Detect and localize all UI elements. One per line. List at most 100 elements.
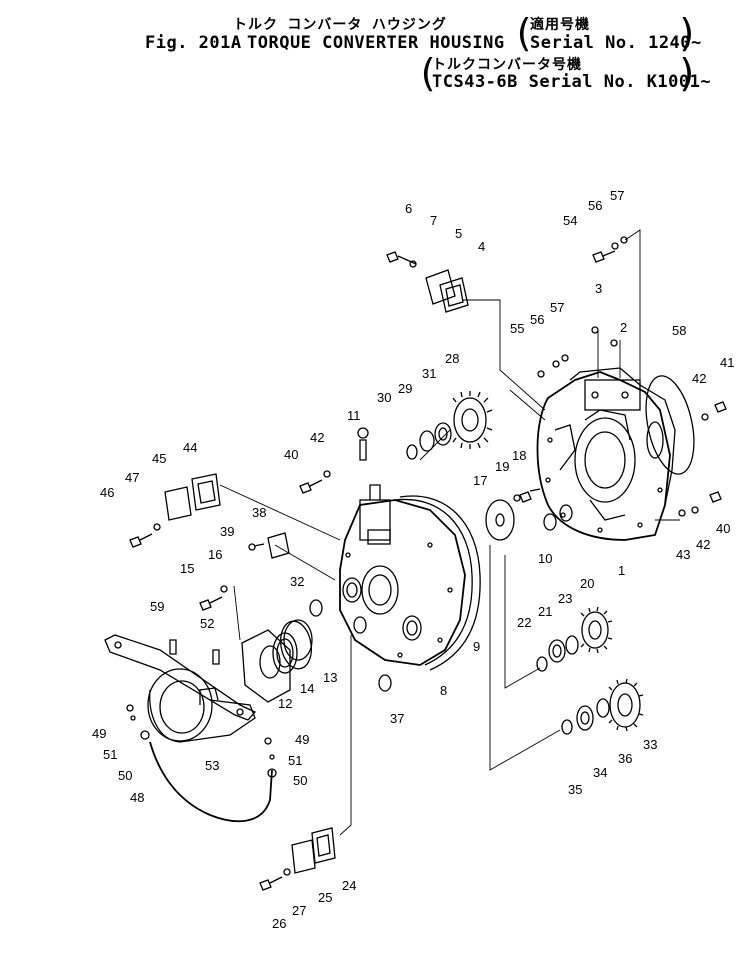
callout-49b: 49 [295, 732, 309, 747]
callout-25: 25 [318, 890, 332, 905]
callout-2: 2 [620, 320, 627, 335]
callout-7: 7 [430, 213, 437, 228]
callout-13: 13 [323, 670, 337, 685]
callout-51: 51 [103, 747, 117, 762]
callout-1: 1 [618, 563, 625, 578]
o-ring-13 [283, 619, 313, 661]
callout-40: 40 [284, 447, 298, 462]
bearing-31 [434, 422, 452, 446]
callout-54: 54 [563, 213, 577, 228]
callout-50: 50 [118, 768, 132, 783]
callout-46: 46 [100, 485, 114, 500]
figure-number: Fig. 201A [145, 33, 242, 53]
bolts [126, 236, 727, 891]
callout-4: 4 [478, 239, 485, 254]
leader-lines [219, 229, 680, 836]
callout-49: 49 [92, 726, 106, 741]
bearing-34 [576, 705, 594, 731]
callout-45: 45 [152, 451, 166, 466]
plate-4-5 [425, 269, 469, 313]
callout-17: 17 [473, 473, 487, 488]
callout-36: 36 [618, 751, 632, 766]
paren-open-2: ( [416, 51, 439, 95]
callout-31: 31 [422, 366, 436, 381]
callout-40b: 40 [716, 521, 730, 536]
housing-front [339, 484, 466, 666]
callout-21: 21 [538, 604, 552, 619]
paren-open-1: ( [512, 11, 535, 55]
cover-bracket-53 [104, 634, 257, 743]
callout-50b: 50 [293, 773, 307, 788]
ring-29 [419, 430, 435, 452]
figure-title: TORQUE CONVERTER HOUSING [247, 33, 505, 53]
callout-labels: 6 7 5 4 57 56 54 3 57 56 55 2 58 41 42 2… [92, 188, 734, 931]
ring-35 [561, 719, 573, 735]
callout-34: 34 [593, 765, 607, 780]
callout-55: 55 [510, 321, 524, 336]
plate-38 [267, 532, 290, 559]
title-japanese: トルク コンバータ ハウジング [233, 17, 447, 33]
callout-32: 32 [290, 574, 304, 589]
callout-44: 44 [183, 440, 197, 455]
gear-20 [580, 606, 613, 654]
housing-rear [536, 367, 676, 541]
callout-6: 6 [405, 201, 412, 216]
callout-10: 10 [538, 551, 552, 566]
callout-47: 47 [125, 470, 139, 485]
callout-56b: 56 [530, 312, 544, 327]
gasket-17 [485, 499, 515, 541]
callout-29: 29 [398, 381, 412, 396]
callout-42b: 42 [310, 430, 324, 445]
gear-33 [608, 678, 644, 732]
callout-8: 8 [440, 683, 447, 698]
callout-30: 30 [377, 390, 391, 405]
callout-57: 57 [610, 188, 624, 203]
callout-43: 43 [676, 547, 690, 562]
callout-20: 20 [580, 576, 594, 591]
serial-range-2: TCS43-6B Serial No. K1001~ [432, 72, 712, 92]
callout-26: 26 [272, 916, 286, 931]
ring-30 [406, 444, 418, 460]
callout-24: 24 [342, 878, 356, 893]
callout-53: 53 [205, 758, 219, 773]
callout-37: 37 [390, 711, 404, 726]
plate-44-45 [164, 473, 221, 521]
callout-28: 28 [445, 351, 459, 366]
applicable-machine-label: 適用号機 [530, 17, 590, 33]
ring-21 [548, 639, 566, 663]
callout-3: 3 [595, 281, 602, 296]
callout-15: 15 [180, 561, 194, 576]
callout-11: 11 [347, 408, 361, 423]
callout-52: 52 [200, 616, 214, 631]
plate-24-25 [291, 827, 336, 874]
callout-12: 12 [278, 696, 292, 711]
callout-41: 41 [720, 355, 734, 370]
callout-9: 9 [473, 639, 480, 654]
o-ring-37 [378, 674, 392, 692]
callout-16: 16 [208, 547, 222, 562]
gasket-9 [394, 498, 473, 666]
pipe-48 [149, 741, 273, 823]
callout-39: 39 [220, 524, 234, 539]
ring-22 [536, 656, 548, 672]
callout-38: 38 [252, 505, 266, 520]
callout-22: 22 [517, 615, 531, 630]
converter-machine-label: トルクコンバータ号機 [432, 57, 582, 73]
callout-23: 23 [558, 591, 572, 606]
serial-range-1: Serial No. 1240~ [530, 33, 702, 53]
callout-42c: 42 [696, 537, 710, 552]
callout-5: 5 [455, 226, 462, 241]
callout-27: 27 [292, 903, 306, 918]
ring-10 [543, 513, 557, 531]
callout-57b: 57 [550, 300, 564, 315]
callout-18: 18 [512, 448, 526, 463]
callout-42: 42 [692, 371, 706, 386]
callout-59: 59 [150, 599, 164, 614]
callout-35: 35 [568, 782, 582, 797]
callout-51b: 51 [288, 753, 302, 768]
o-ring-58 [645, 375, 695, 475]
ring-36 [596, 698, 610, 718]
callout-58: 58 [672, 323, 686, 338]
o-ring-32 [309, 599, 323, 617]
